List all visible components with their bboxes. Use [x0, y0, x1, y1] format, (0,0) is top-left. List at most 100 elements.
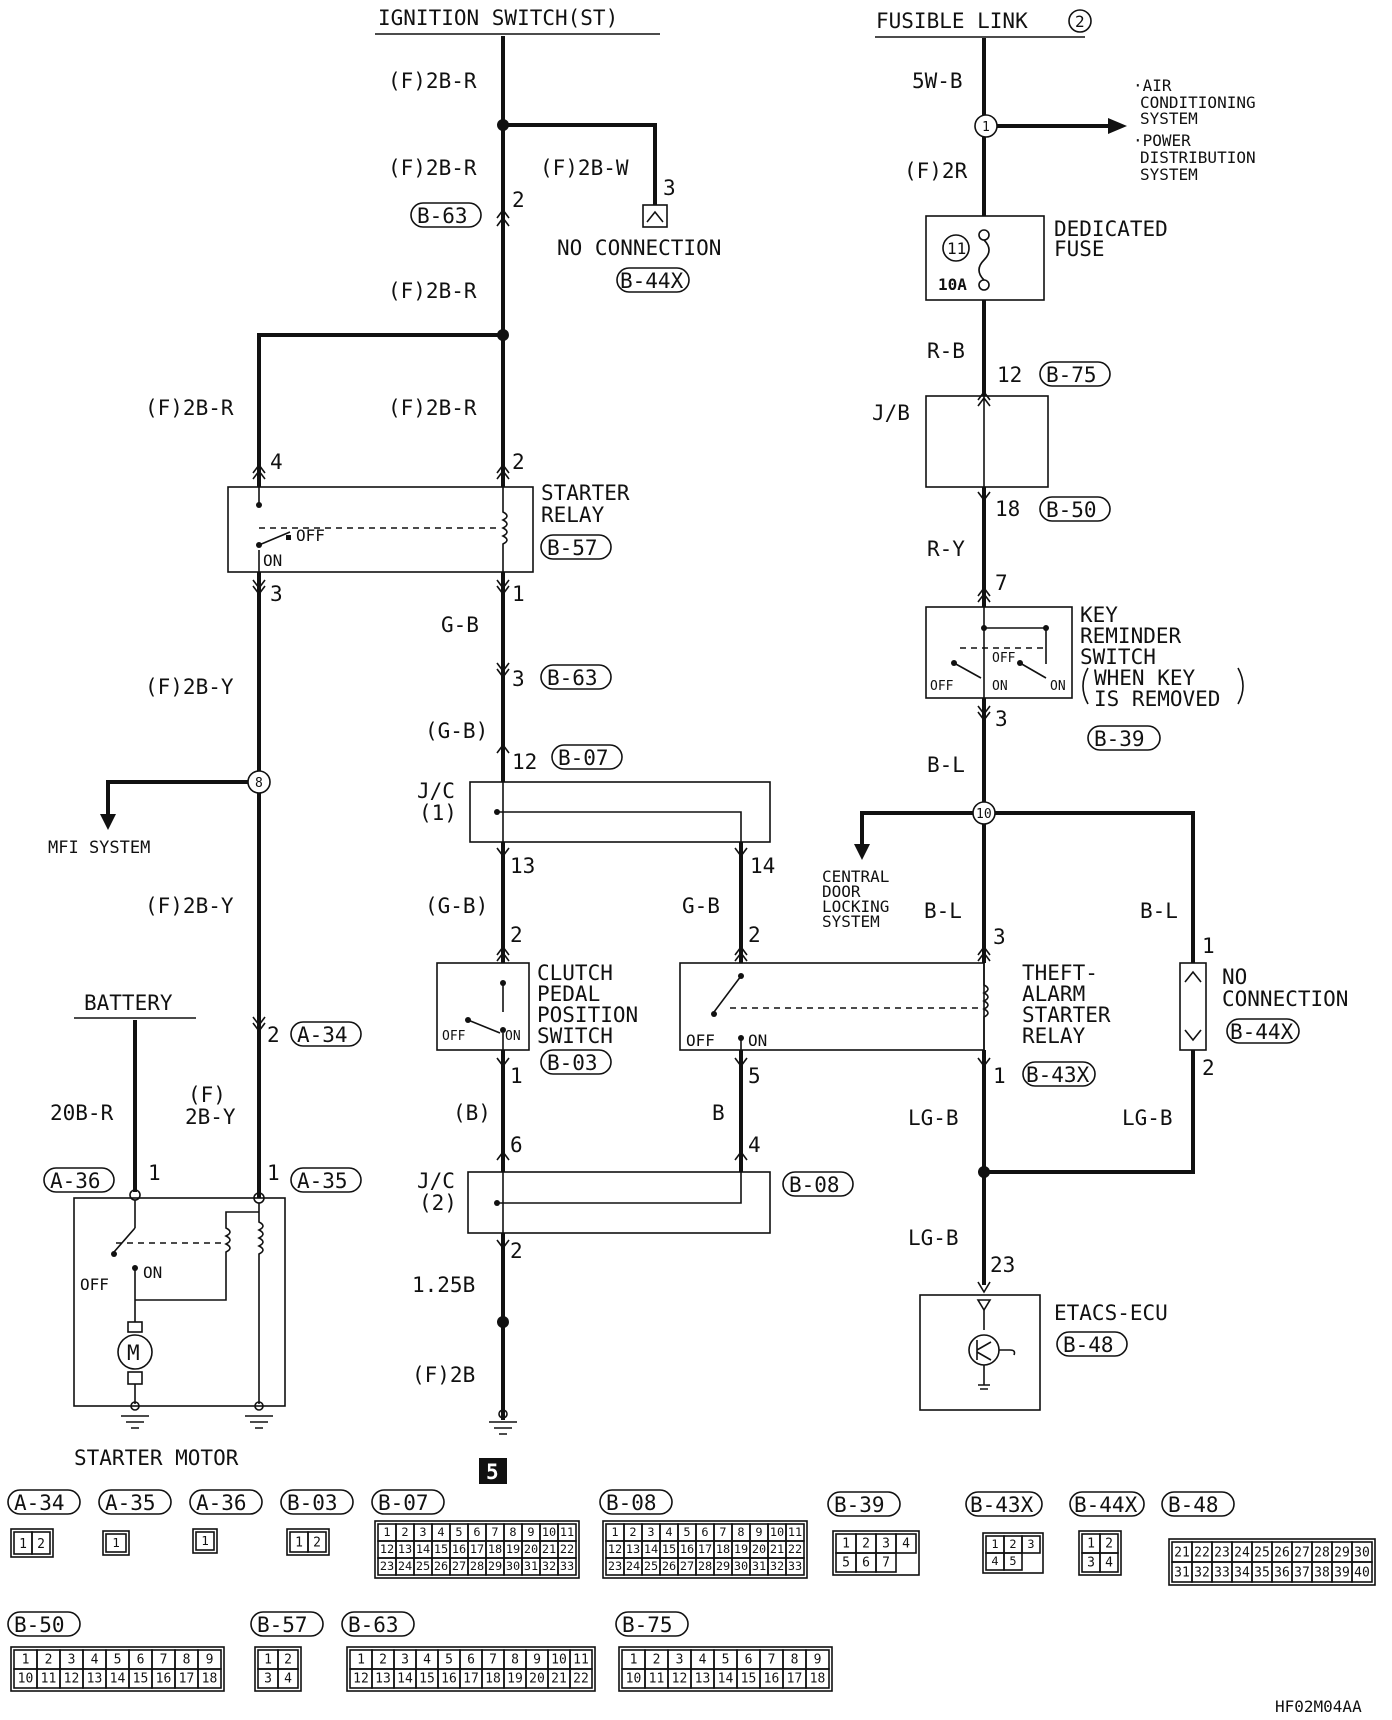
key-label-2: REMINDER [1080, 624, 1182, 648]
pin-theft-3: 3 [993, 925, 1006, 949]
connector-pin-number: 12 [353, 1672, 369, 1687]
legend-b63: B-63 [348, 1613, 399, 1637]
starter-relay-label-1: STARTER [541, 481, 630, 505]
pin-b07-12: 12 [512, 750, 537, 774]
connector-pin-number: 18 [485, 1672, 501, 1687]
starter-relay-off: OFF [296, 526, 325, 545]
connector-pin-number: 12 [672, 1672, 688, 1687]
connector-pin-number: 20 [752, 1542, 766, 1556]
connector-pin-number: 24 [398, 1559, 412, 1573]
connector-pin-number: 11 [788, 1525, 802, 1539]
wire-f2br-left: (F)2B-R [145, 396, 234, 420]
key-on-mid: ON [992, 679, 1008, 694]
connector-pin-number: 22 [788, 1542, 802, 1556]
ignition-switch-title: IGNITION SWITCH(ST) [378, 6, 618, 30]
pin-relay-1: 1 [512, 582, 525, 606]
connector-pin-number: 19 [734, 1542, 748, 1556]
connector-pin-number: 24 [1234, 1545, 1250, 1560]
connector-pin-cell [557, 1557, 577, 1576]
connector-pin-number: 13 [375, 1672, 391, 1687]
theft-label-1: THEFT- [1022, 961, 1098, 985]
connector-pin-number: 3 [401, 1653, 409, 1668]
connector-pin-number: 8 [737, 1525, 744, 1539]
connector-pin-number: 1 [112, 1535, 120, 1550]
starter-motor-off: OFF [80, 1275, 109, 1294]
jc1-label-2: (1) [419, 801, 457, 825]
etacs-ecu [919, 1294, 1041, 1411]
connector-pin-number: 2 [629, 1525, 636, 1539]
connector-pin-number: 2 [862, 1537, 870, 1552]
connector-pin-number: 26 [434, 1559, 448, 1573]
connector-legend: A-34 A-35 A-36 B-03 B-07 B-08 B-39 B-43X… [7, 1489, 1235, 1637]
fusible-link-number: 2 [1075, 12, 1085, 31]
tag-b57: B-57 [547, 536, 598, 560]
theft-label-3: STARTER [1022, 1003, 1111, 1027]
legend-a35: A-35 [105, 1491, 156, 1515]
connector-pin-number: 30 [734, 1559, 748, 1573]
connector-pin-number: 1 [842, 1537, 850, 1552]
connector-pin-number: 22 [560, 1542, 574, 1556]
connector-pin-number: 11 [560, 1525, 574, 1539]
jb-label: J/B [872, 401, 910, 425]
connector-pin-number: 14 [397, 1672, 413, 1687]
connector-pin-number: 1 [201, 1533, 209, 1548]
tag-b43x: B-43X [1026, 1063, 1090, 1087]
tag-b63-1: B-63 [417, 204, 468, 228]
jc2-label-1: J/C [417, 1169, 455, 1193]
connector-pin-number: 16 [156, 1672, 172, 1687]
central-door-3: LOCKING [822, 897, 889, 916]
connector-pin-number: 15 [662, 1542, 676, 1556]
battery-label: BATTERY [84, 991, 173, 1015]
connector-pin-number: 4 [437, 1525, 444, 1539]
pin-b07-14: 14 [750, 854, 775, 878]
connector-face-b39 [832, 1530, 920, 1576]
connector-pin-number: 3 [647, 1525, 654, 1539]
wire-5wb: 5W-B [912, 69, 963, 93]
connector-pin-cell [197, 1668, 222, 1689]
ac-label-3: SYSTEM [1140, 109, 1198, 128]
connector-pin-number: 2 [1105, 1537, 1113, 1552]
tag-b63-2: B-63 [547, 666, 598, 690]
connector-pin-number: 13 [626, 1542, 640, 1556]
connector-pin-number: 1 [383, 1525, 390, 1539]
splice-8: 8 [255, 776, 263, 791]
connector-pin-number: 10 [551, 1653, 567, 1668]
connector-pin-number: 27 [680, 1559, 694, 1573]
tag-b39: B-39 [1094, 727, 1145, 751]
ac-label-2: CONDITIONING [1140, 93, 1256, 112]
key-label-5: IS REMOVED [1094, 687, 1220, 711]
connector-pin-number: 18 [202, 1672, 218, 1687]
pin-b50-18: 18 [995, 497, 1020, 521]
ac-label-5: DISTRIBUTION [1140, 148, 1256, 167]
connector-pin-number: 1 [357, 1653, 365, 1668]
connector-pin-number: 4 [284, 1672, 292, 1687]
connector-pin-number: 1 [611, 1525, 618, 1539]
connector-pin-number: 30 [1354, 1545, 1370, 1560]
connector-pin-number: 1 [22, 1653, 30, 1668]
connector-pin-number: 7 [719, 1525, 726, 1539]
connector-pin-number: 9 [527, 1525, 534, 1539]
wire-125b: 1.25B [412, 1273, 475, 1297]
splice-10: 10 [976, 807, 992, 822]
ac-label-1: ·AIR [1133, 76, 1172, 95]
joint-connector-1 [469, 781, 771, 843]
connector-pin-number: 34 [1234, 1565, 1250, 1580]
pin-relay-2: 2 [512, 450, 525, 474]
connector-face-a36 [192, 1528, 218, 1554]
starter-relay-label-2: RELAY [541, 503, 605, 527]
connector-pin-number: 18 [716, 1542, 730, 1556]
tag-b75: B-75 [1046, 363, 1097, 387]
connector-face-a35 [102, 1530, 130, 1556]
connector-pin-number: 17 [463, 1672, 479, 1687]
connector-pin-number: 14 [110, 1672, 126, 1687]
wire-f2br-2: (F)2B-R [388, 156, 477, 180]
connector-pin-number: 12 [608, 1542, 622, 1556]
wire-rb: R-B [927, 339, 965, 363]
joint-connector-2 [467, 1171, 771, 1234]
connector-pin-number: 39 [1334, 1565, 1350, 1580]
pin-b75-12: 12 [997, 363, 1022, 387]
pin-nc2-1: 1 [1202, 934, 1215, 958]
connector-pin-number: 10 [18, 1672, 34, 1687]
connector-face-b57 [254, 1646, 302, 1692]
